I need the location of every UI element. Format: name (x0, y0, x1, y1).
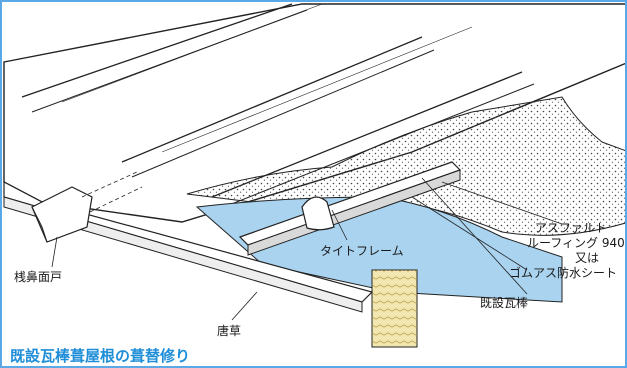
eave-edge (3, 181, 374, 313)
leader-lines (51, 177, 563, 321)
end-cap-piece (31, 171, 143, 243)
label-tight-frame: タイトフレーム (320, 244, 404, 258)
label-end-cap: 桟鼻面戸 (14, 270, 63, 284)
label-asphalt-line1: アスファルト (535, 221, 608, 235)
label-asphalt-line2: ルーフィング 940 (527, 236, 625, 250)
label-karakusa: 唐草 (217, 324, 242, 338)
figure-caption: 既設瓦棒葺屋根の葺替修り (10, 347, 191, 365)
label-asphalt-line4: ゴムアス防水シート (509, 266, 618, 280)
tight-frame-rail (238, 161, 462, 256)
label-existing-roof: 既設瓦棒 (480, 296, 529, 310)
label-asphalt-line3: 又は (575, 251, 600, 265)
existing-batten (371, 269, 418, 348)
